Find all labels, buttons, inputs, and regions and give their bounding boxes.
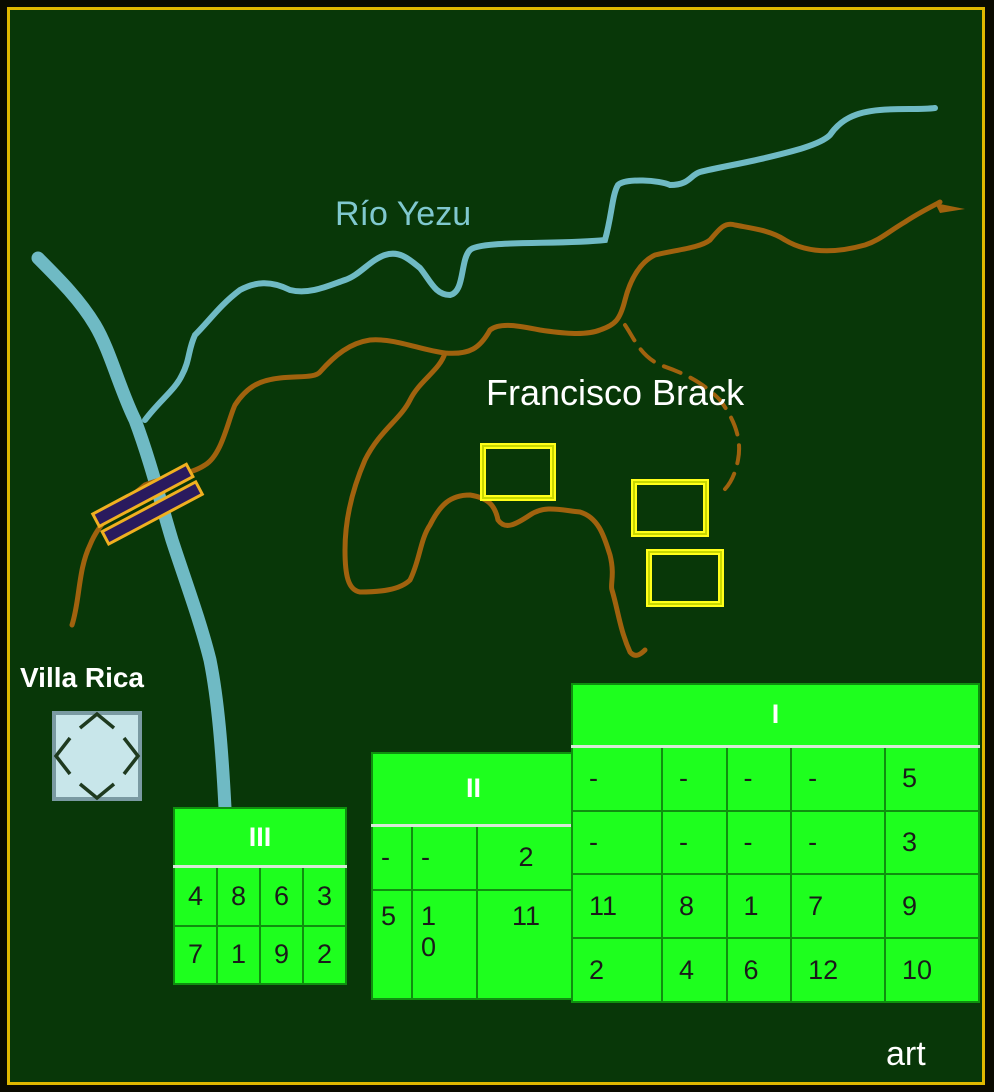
table-cell: 9 — [884, 873, 980, 940]
road-main — [69, 199, 943, 628]
table-header: I — [571, 683, 980, 748]
table-row: - - - - 3 — [571, 809, 980, 876]
table-cell: 1 — [216, 924, 261, 986]
table-header: III — [173, 807, 347, 869]
table-cell: 1 0 — [411, 889, 478, 1000]
table-cell: 7 — [173, 924, 218, 986]
table-row: 11 8 1 7 9 — [571, 873, 980, 940]
building-icon — [633, 481, 707, 535]
fortress-icon — [52, 711, 142, 801]
table-cell: - — [725, 809, 793, 876]
table-row: - - 2 — [371, 824, 576, 891]
position-table-iii: III 4 8 6 3 7 1 9 2 — [173, 807, 347, 986]
table-cell: 9 — [259, 924, 304, 986]
road-east-end — [935, 203, 965, 213]
table-cell: 4 — [173, 865, 218, 927]
table-cell: 10 — [884, 937, 980, 1003]
table-cell: 3 — [884, 809, 980, 876]
table-header: II — [371, 752, 576, 827]
table-cell: 12 — [790, 937, 887, 1003]
town-label: Villa Rica — [20, 662, 145, 693]
table-cell: 3 — [302, 865, 347, 927]
table-cell: 5 — [884, 745, 980, 812]
footer-label: art — [886, 1035, 926, 1073]
table-cell: 11 — [476, 889, 576, 1000]
bridge-icon — [90, 462, 205, 547]
table-row: 4 8 6 3 — [173, 865, 347, 927]
table-cell: 8 — [216, 865, 261, 927]
table-row: 2 4 6 12 10 — [571, 937, 980, 1003]
building-icon — [646, 549, 724, 607]
table-cell: 11 — [571, 873, 663, 940]
table-cell: - — [790, 809, 887, 876]
estate-label: Francisco Brack — [486, 372, 745, 413]
table-row: 5 1 0 11 — [371, 889, 576, 1000]
table-cell: 5 — [371, 889, 413, 1000]
building-icon — [631, 479, 709, 537]
river-label: Río Yezu — [335, 195, 472, 233]
table-cell: 2 — [302, 924, 347, 986]
building-icon — [482, 445, 554, 499]
table-cell: 4 — [660, 937, 728, 1003]
river-yezu — [142, 105, 938, 423]
table-cell: - — [725, 745, 793, 812]
table-row: 7 1 9 2 — [173, 924, 347, 986]
road-loop — [342, 350, 648, 658]
table-row: - - - - 5 — [571, 745, 980, 812]
road-dashed-path — [623, 323, 742, 494]
building-icon — [648, 551, 722, 605]
table-cell: - — [660, 745, 728, 812]
table-cell: - — [790, 745, 887, 812]
table-cell: 1 — [725, 873, 793, 940]
table-cell: 6 — [259, 865, 304, 927]
table-cell: - — [660, 809, 728, 876]
table-cell: 2 — [476, 824, 576, 891]
table-cell: 8 — [660, 873, 728, 940]
table-cell: 6 — [725, 937, 793, 1003]
table-cell: - — [371, 824, 413, 891]
table-cell: - — [571, 745, 663, 812]
table-cell: 7 — [790, 873, 887, 940]
table-cell: - — [571, 809, 663, 876]
table-cell: - — [411, 824, 478, 891]
building-icon — [480, 443, 556, 501]
table-cell: 2 — [571, 937, 663, 1003]
position-table-i: I - - - - 5 - - - - 3 11 8 1 7 9 2 4 6 1… — [571, 683, 980, 1003]
position-table-ii: II - - 2 5 1 0 11 — [371, 752, 576, 1000]
